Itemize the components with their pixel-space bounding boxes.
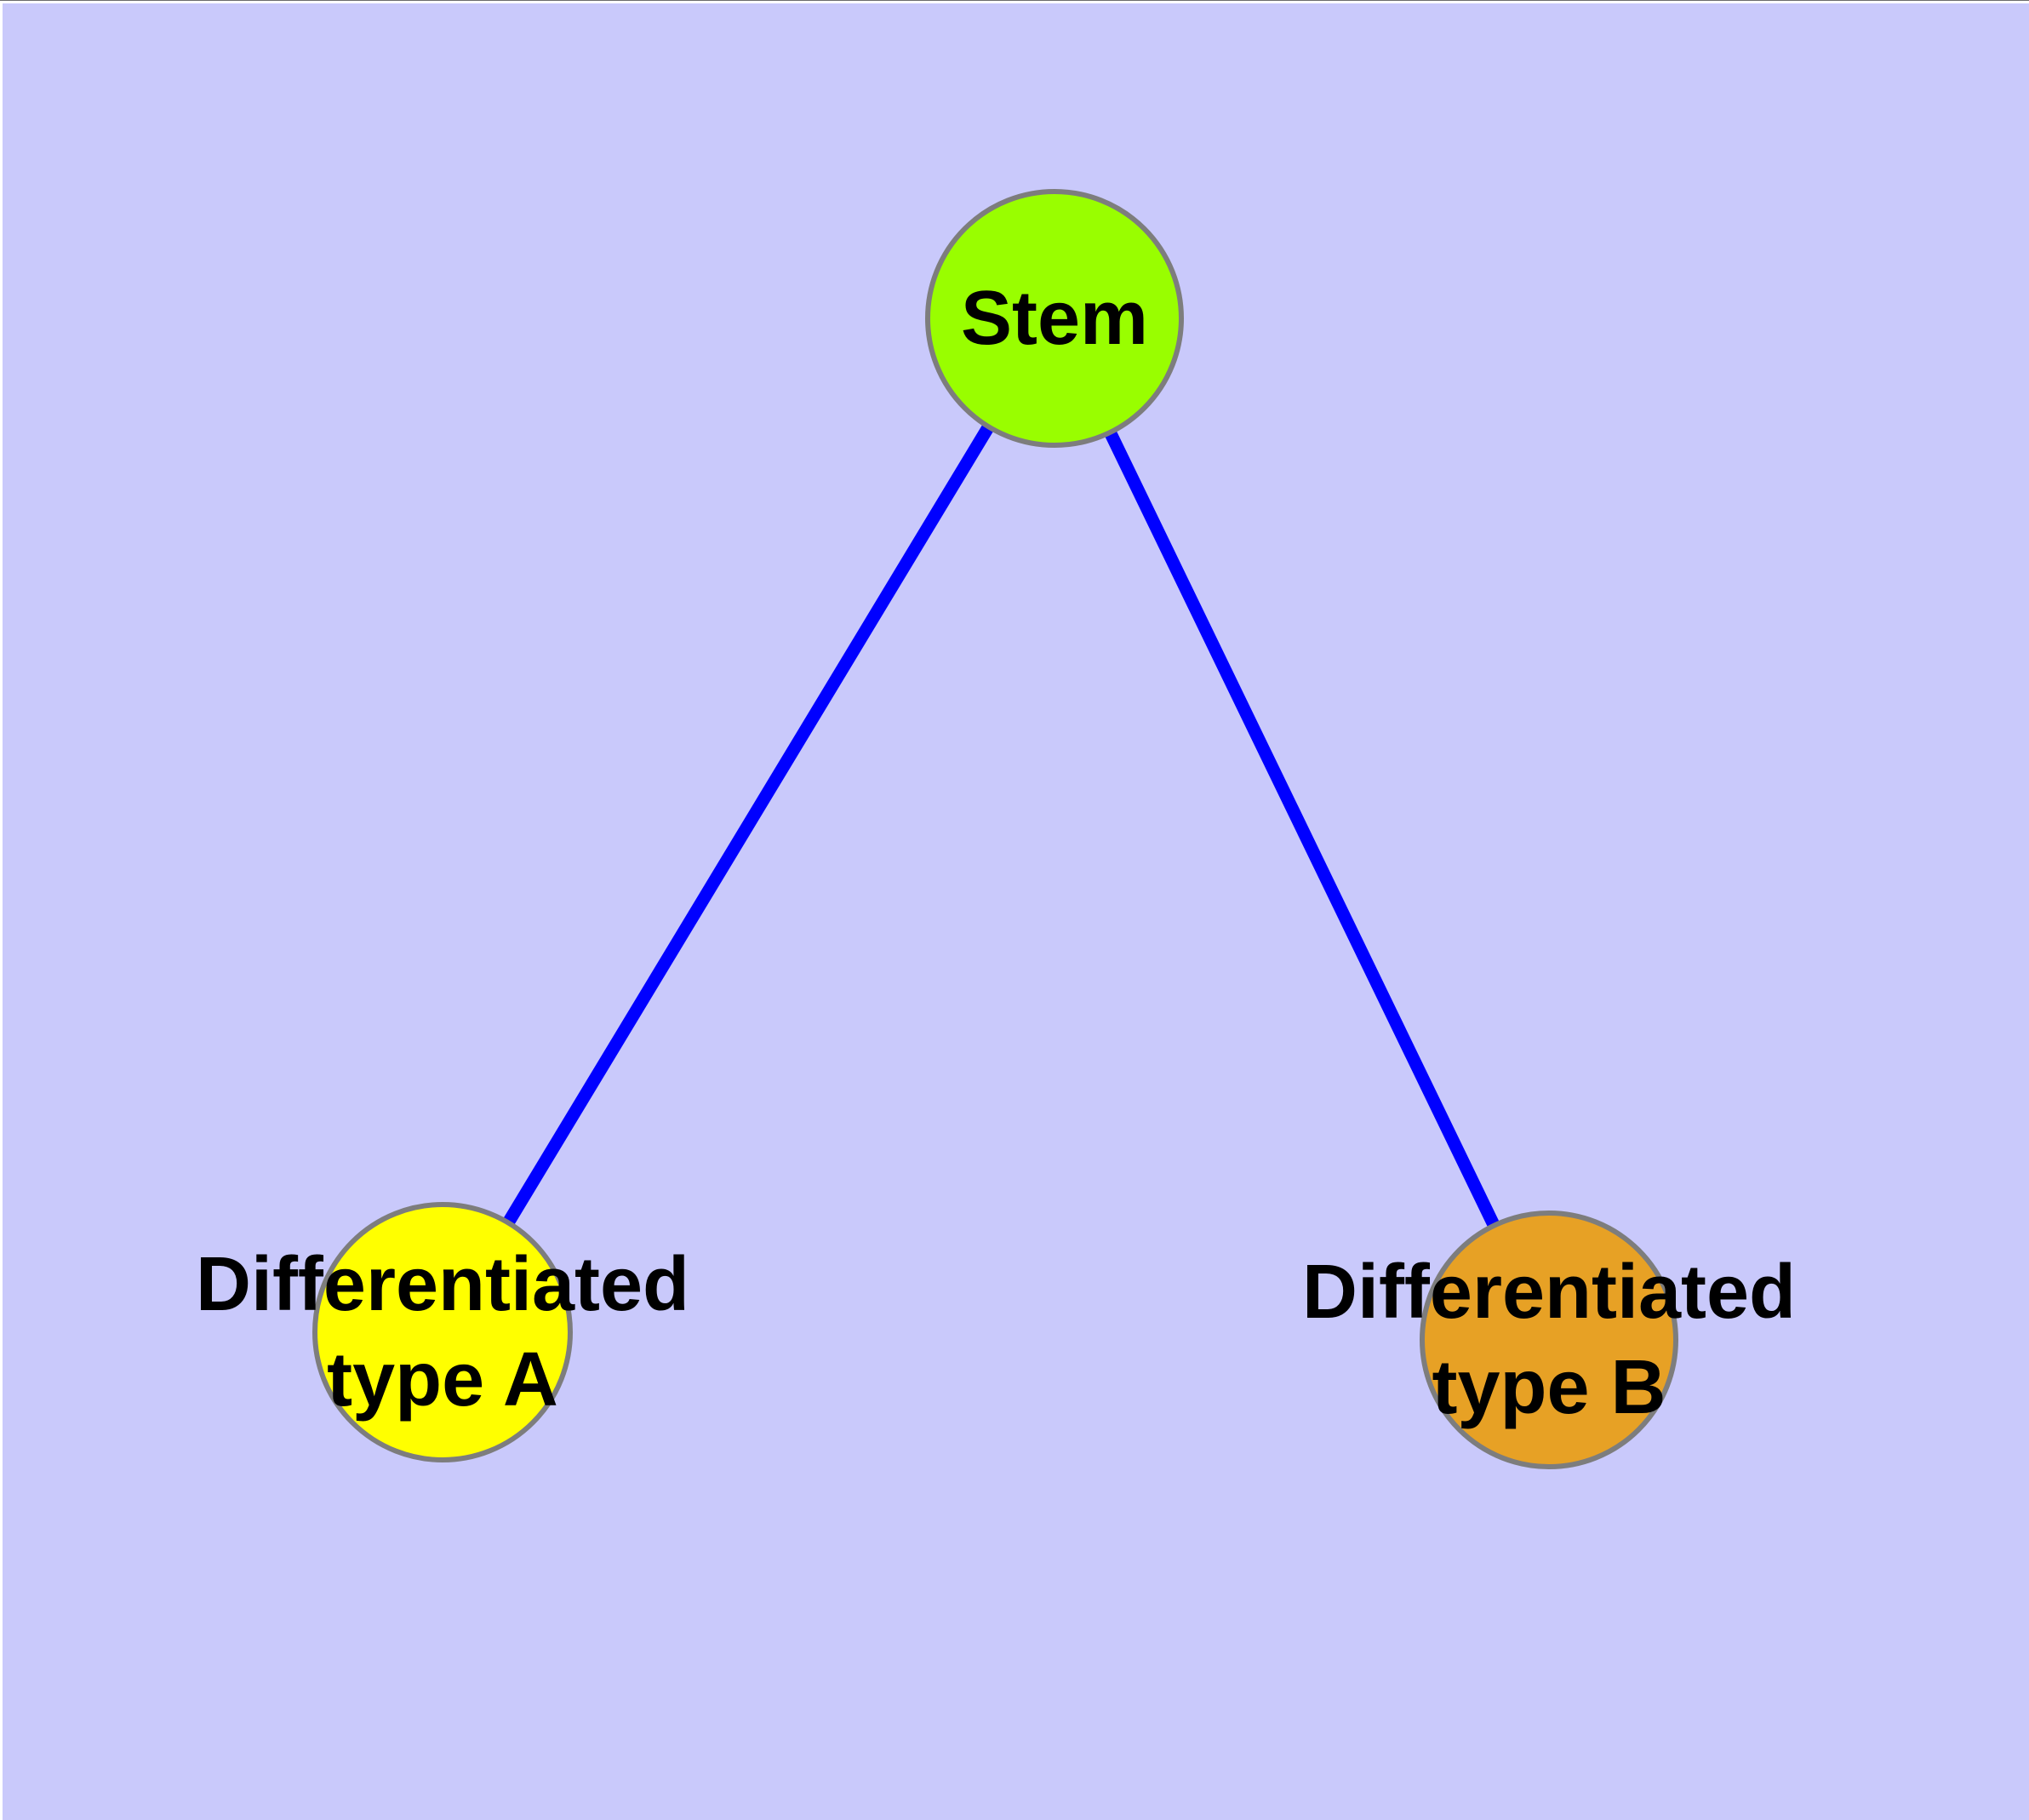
edge-stem-to-type-a xyxy=(437,314,1060,1335)
node-differentiated-type-b xyxy=(1420,1210,1678,1469)
diagram-canvas: Stem Differentiated type A Differentiate… xyxy=(3,3,2029,1820)
node-label-stem: Stem xyxy=(672,271,1437,366)
label-line: Differentiated xyxy=(1301,1250,1797,1335)
label-line: Differentiated xyxy=(195,1242,690,1327)
edge-stem-to-type-b xyxy=(1049,314,1555,1342)
label-line: type A xyxy=(327,1337,558,1422)
edges-layer xyxy=(437,314,1555,1342)
window-edge-top xyxy=(0,0,2029,1)
node-label-differentiated-type-b: Differentiated type B xyxy=(1166,1245,1932,1435)
label-line: type B xyxy=(1432,1345,1666,1430)
node-label-differentiated-type-a: Differentiated type A xyxy=(60,1237,826,1428)
node-stem xyxy=(925,189,1184,448)
label-line: Stem xyxy=(960,276,1149,361)
node-differentiated-type-a xyxy=(312,1202,573,1462)
